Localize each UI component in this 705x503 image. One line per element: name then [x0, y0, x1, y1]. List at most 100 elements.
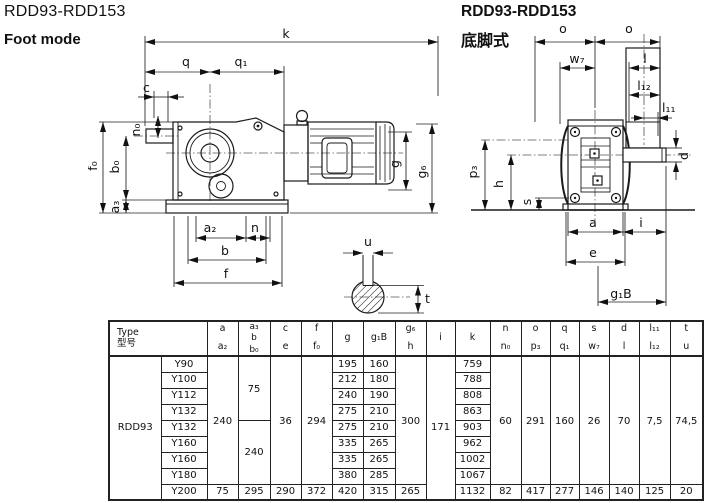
table-row: Y160 335 265 1002	[109, 451, 703, 469]
cell-g1b: 190	[362, 387, 396, 405]
cell-g1b: 285	[362, 467, 396, 485]
dim-label-w7: w₇	[569, 51, 584, 66]
cell-t-top: 74,5	[669, 355, 704, 485]
dimension-lines	[482, 36, 682, 306]
dim-label-a2: a₂	[204, 220, 217, 235]
cell-ab-bottom: 295	[237, 483, 271, 501]
cell-g1b: 210	[362, 419, 396, 437]
dim-label-k: k	[282, 26, 290, 41]
table-row: RDD93 Y90 240 75 36 294 195 160 300 171 …	[108, 355, 704, 501]
page-title: RDD93-RDD153	[4, 3, 126, 20]
cell-d-top: 70	[608, 355, 640, 485]
cell-k: 903	[454, 419, 491, 437]
cell-g6-bottom: 265	[394, 483, 427, 501]
dim-label-b: b	[221, 243, 229, 258]
cell-g: 212	[331, 371, 364, 389]
cell-motor: Y180	[160, 467, 208, 485]
cell-l11-bottom: 125	[638, 483, 671, 501]
cell-f-bottom: 372	[300, 483, 333, 501]
dim-label-f0: f₀	[88, 161, 100, 170]
cell-motor: Y132	[160, 419, 208, 437]
page-subtitle-en: Foot mode	[4, 31, 81, 48]
shaft-cross-section	[351, 255, 385, 314]
cell-motor: Y132	[160, 403, 208, 421]
cell-q-bottom: 277	[549, 483, 580, 501]
housing-outline	[471, 47, 695, 211]
cell-g: 275	[331, 403, 364, 421]
dim-label-q: q	[182, 54, 190, 69]
dim-label-f: f	[224, 266, 229, 281]
cell-q-top: 160	[549, 355, 580, 485]
dim-label-i: i	[639, 215, 642, 230]
cell-k: 788	[454, 371, 491, 389]
gearbox-outline	[145, 117, 289, 214]
cell-k: 759	[454, 355, 491, 373]
cell-g: 240	[331, 387, 364, 405]
page-title-right: RDD93-RDD153	[461, 3, 577, 20]
cell-k: 962	[454, 435, 491, 453]
centerlines	[481, 34, 693, 222]
side-view-labels: o o w₇ l l₁₂ l₁₁ p₃ h s d a i e g₁B	[465, 21, 691, 301]
dim-label-o-left: o	[559, 21, 567, 36]
cell-s-bottom: 146	[578, 483, 610, 501]
cell-motor: Y112	[160, 387, 208, 405]
cell-t-bottom: 20	[669, 483, 704, 501]
cell-g: 195	[331, 355, 364, 373]
table-row: Y200 75 295 290 372 420 315 265 1132 82 …	[109, 483, 704, 501]
dim-label-l12: l₁₂	[637, 78, 651, 93]
dim-label-q1: q₁	[235, 54, 248, 69]
cell-g: 275	[331, 419, 364, 437]
cell-motor: Y160	[160, 435, 208, 453]
cell-d-bottom: 140	[608, 483, 640, 501]
dim-label-t: t	[425, 291, 430, 306]
cell-motor: Y160	[160, 451, 208, 469]
col-header-i: i	[425, 320, 456, 357]
dim-label-c: c	[143, 80, 150, 95]
cell-f-top: 294	[300, 355, 333, 485]
dim-label-b0: b₀	[107, 161, 122, 174]
cell-g: 335	[331, 435, 364, 453]
motor-outline	[283, 109, 395, 185]
cell-k: 863	[454, 403, 491, 421]
cell-ab-mid: 240	[237, 419, 271, 485]
dim-label-u: u	[364, 234, 372, 249]
cell-g1b: 180	[362, 371, 396, 389]
front-view-labels: k q q₁ c n₀ f₀ b₀ a₃ a₂ n b f g g₆ u t	[88, 26, 430, 306]
table-row: Y112 240 190 808	[109, 387, 703, 405]
side-view-drawing: o o w₇ l l₁₂ l₁₁ p₃ h s d a i e g₁B	[465, 21, 695, 306]
cell-o-top: 291	[520, 355, 551, 485]
cell-k: 1002	[454, 451, 491, 469]
cell-i: 171	[425, 355, 456, 501]
cell-g6-top: 300	[394, 355, 427, 485]
cell-g1b: 160	[362, 355, 396, 373]
dim-label-o-right: o	[625, 21, 633, 36]
cell-n-bottom: 82	[489, 483, 522, 501]
cell-g: 335	[331, 451, 364, 469]
cell-motor: Y100	[160, 371, 208, 389]
dim-label-n: n	[251, 220, 259, 235]
cell-s-top: 26	[578, 355, 610, 485]
type-header: Type 型号	[108, 320, 208, 357]
cell-g: 420	[331, 483, 364, 501]
table-row: Y100 212 180 788	[109, 371, 703, 389]
dim-label-l: l	[643, 51, 646, 66]
cell-motor: Y90	[160, 355, 208, 373]
col-header-g: g	[331, 320, 364, 357]
front-view-drawing: k q q₁ c n₀ f₀ b₀ a₃ a₂ n b f g g₆ u t	[88, 26, 439, 314]
cell-o-bottom: 417	[520, 483, 551, 501]
dim-label-s: s	[519, 199, 534, 206]
